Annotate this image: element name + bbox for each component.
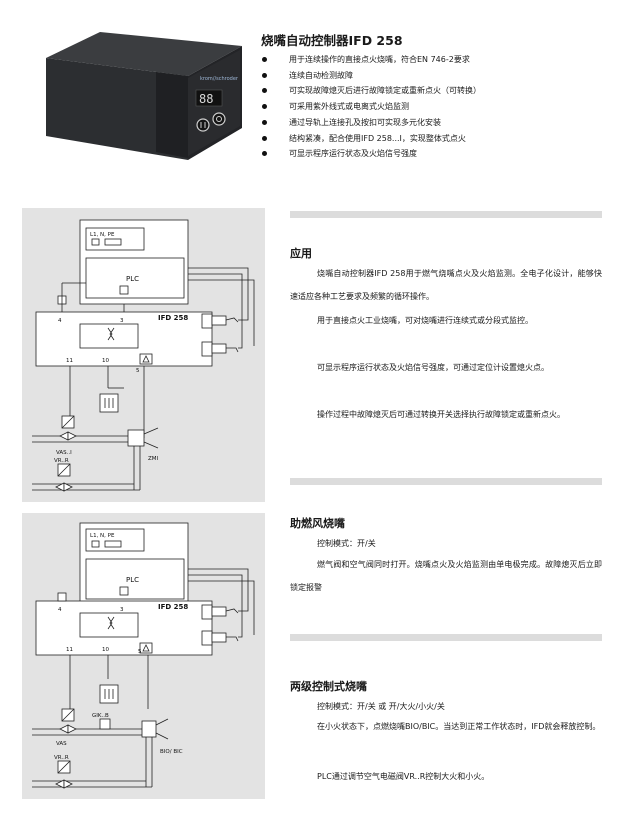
product-title: 烧嘴自动控制器IFD 258 xyxy=(261,33,403,48)
device-label: IFD 258 xyxy=(158,603,188,611)
section-divider xyxy=(290,211,602,218)
section-heading-application: 应用 xyxy=(290,247,312,260)
bullet-icon xyxy=(262,57,267,62)
application-paragraph: 烧嘴自动控制器IFD 258用于燃气烧嘴点火及火焰监测。全电子化设计，能够快速适… xyxy=(290,269,602,301)
application-paragraph: 操作过程中故障熄灭后可通过转换开关选择执行故障锁定或重新点火。 xyxy=(317,410,565,419)
bullet-icon xyxy=(262,104,267,110)
plc-label: PLC xyxy=(126,275,139,283)
section-heading-combustion-air: 助燃风烧嘴 xyxy=(290,517,345,530)
bullet-icon xyxy=(262,151,267,157)
section-divider xyxy=(290,634,602,641)
terminal-label: 3 xyxy=(120,607,124,613)
plc-label: PLC xyxy=(126,576,139,584)
control-mode-text: 控制模式：开/关 xyxy=(317,539,376,548)
combustion-air-paragraph: 燃气阀和空气阀同时打开。烧嘴点火及火焰监测由单电极完成。故障熄灭后立即锁定报警 xyxy=(290,560,602,592)
terminal-label: 5 xyxy=(138,649,142,655)
section-divider xyxy=(290,478,602,485)
valve-label: VR..R xyxy=(54,458,69,464)
burner-label: ZMI xyxy=(148,456,159,462)
valve-label: VR..R xyxy=(54,755,69,761)
wiring-diagram-1: L1, N, PE PLC IFD 258 4 3 11 10 5 VAS..I… xyxy=(22,208,265,502)
bullet-icon xyxy=(262,88,267,94)
wiring-diagram-2: L1, N, PE PLC IFD 258 4 3 11 10 5 VAS GI… xyxy=(22,513,265,799)
two-stage-paragraph: 在小火状态下，点燃烧嘴BIO/BIC。当达到正常工作状态时，IFD就会释放控制。 xyxy=(317,722,601,731)
terminal-label: 11 xyxy=(66,358,73,364)
valve-label: GIK..B xyxy=(92,713,109,719)
feature-item: 连续自动检测故障 xyxy=(262,68,607,84)
terminal-label: 5 xyxy=(136,368,140,374)
terminal-label: 3 xyxy=(120,318,124,324)
display-readout: 88 xyxy=(199,92,213,106)
feature-item: 可显示程序运行状态及火焰信号强度 xyxy=(262,146,607,162)
feature-item: 用于连续操作的直接点火烧嘴，符合EN 746-2要求 xyxy=(262,52,607,68)
application-paragraph: 可显示程序运行状态及火焰信号强度，可通过定位计设置熄火点。 xyxy=(317,363,549,372)
supply-label: L1, N, PE xyxy=(90,533,115,539)
device-label: IFD 258 xyxy=(158,314,188,322)
feature-list: 用于连续操作的直接点火烧嘴，符合EN 746-2要求 连续自动检测故障 可实现故… xyxy=(262,52,607,162)
feature-item: 结构紧凑，配合使用IFD 258...I，实现整体式点火 xyxy=(262,131,607,147)
supply-label: L1, N, PE xyxy=(90,232,115,238)
product-image: krom//schroder 88 xyxy=(38,28,244,166)
plc-control-text: PLC通过调节空气电磁阀VR..R控制大火和小火。 xyxy=(317,772,490,781)
terminal-label: 10 xyxy=(102,647,109,653)
feature-item: 可实现故障熄灭后进行故障锁定或重新点火（可转换） xyxy=(262,83,607,99)
control-mode-text: 控制模式：开/关 或 开/大火/小火/关 xyxy=(317,702,445,711)
bullet-icon xyxy=(262,119,267,125)
section-heading-two-stage: 两级控制式烧嘴 xyxy=(290,680,367,693)
brand-label: krom//schroder xyxy=(200,76,239,82)
bullet-icon xyxy=(262,72,267,78)
terminal-label: 10 xyxy=(102,358,109,364)
terminal-label: 4 xyxy=(58,318,62,324)
valve-label: VAS xyxy=(56,741,67,747)
terminal-label: 4 xyxy=(58,607,62,613)
feature-item: 可采用紫外线式或电离式火焰监测 xyxy=(262,99,607,115)
burner-label: BIO/ BIC xyxy=(160,749,183,755)
application-paragraph: 用于直接点火工业烧嘴，可对烧嘴进行连续式或分段式监控。 xyxy=(317,316,533,325)
valve-label: VAS..I xyxy=(56,450,72,456)
bullet-icon xyxy=(262,135,267,141)
feature-item: 通过导轨上连接孔及按扣可实现多元化安装 xyxy=(262,115,607,131)
terminal-label: 11 xyxy=(66,647,73,653)
